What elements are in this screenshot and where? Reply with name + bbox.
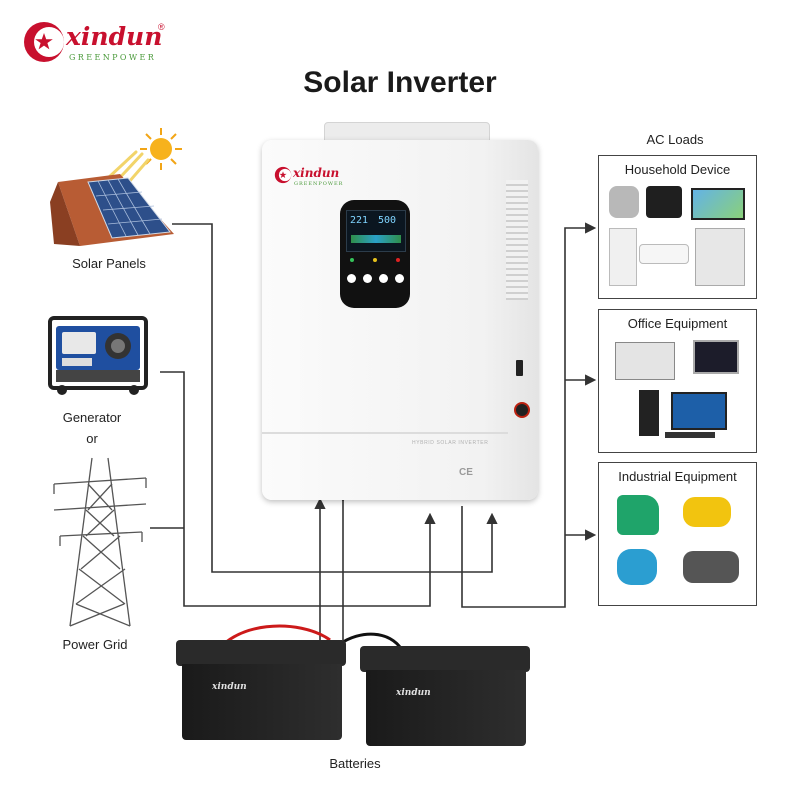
double-door-fridge-image xyxy=(695,228,745,286)
lcd-output-value: 500 xyxy=(378,215,397,226)
tv-image xyxy=(691,188,745,220)
power-pylon-image xyxy=(53,457,147,627)
btn-up[interactable] xyxy=(347,274,356,283)
inverter-body: xindun GREENPOWER 221 500 HYBRID SOLAR I… xyxy=(262,140,538,500)
output-wire xyxy=(461,222,597,608)
brand-logo: xindun ® GREENPOWER xyxy=(22,18,182,68)
laptop-image xyxy=(693,340,739,374)
btn-enter[interactable] xyxy=(379,274,388,283)
battery-right-body xyxy=(366,670,526,746)
power-grid-label: Power Grid xyxy=(62,637,128,652)
lcd-status-bar xyxy=(351,235,401,243)
fridge-image xyxy=(609,228,637,286)
printer-image xyxy=(615,342,675,380)
battery-left-brand: xindun xyxy=(212,682,247,692)
inverter-control-panel: 221 500 xyxy=(340,200,410,308)
btn-mode[interactable] xyxy=(395,274,404,283)
oven-image xyxy=(646,186,682,218)
inverter-breaker[interactable] xyxy=(514,402,530,418)
or-label: or xyxy=(86,431,98,446)
sun-icon xyxy=(140,128,182,170)
inverter-lower-cover xyxy=(262,432,508,434)
batteries-label: Batteries xyxy=(329,756,381,771)
battery-right-brand: xindun xyxy=(396,688,431,698)
battery-left-top xyxy=(176,640,346,666)
inverter-logo-mark xyxy=(274,166,292,184)
ac-loads-header: AC Loads xyxy=(646,132,704,147)
inverter-model-label: HYBRID SOLAR INVERTER xyxy=(412,440,489,446)
led-fault xyxy=(396,258,400,262)
electric-motor-image xyxy=(617,549,657,585)
battery-left: xindun xyxy=(176,640,348,740)
inverter-brand: xindun xyxy=(293,166,340,180)
generator-label: Generator xyxy=(62,410,122,425)
rice-cooker-image xyxy=(609,186,639,218)
industrial-equipment-title: Industrial Equipment xyxy=(618,469,737,484)
inverter-unit: xindun GREENPOWER 221 500 HYBRID SOLAR I… xyxy=(262,122,538,500)
battery-right: xindun xyxy=(360,646,532,746)
lcd-input-value: 221 xyxy=(350,215,369,226)
office-equipment-box: Office Equipment xyxy=(598,309,757,453)
industrial-equipment-box: Industrial Equipment xyxy=(598,462,757,606)
page-title: Solar Inverter xyxy=(303,66,497,99)
compressor-image xyxy=(683,551,739,583)
battery-right-top xyxy=(360,646,530,672)
brand-name: xindun xyxy=(66,22,163,51)
solar-wire xyxy=(172,223,498,573)
btn-down[interactable] xyxy=(363,274,372,283)
inverter-brand-sub: GREENPOWER xyxy=(294,181,344,187)
household-device-box: Household Device xyxy=(598,155,757,299)
inverter-lcd-screen: 221 500 xyxy=(346,210,406,252)
battery-left-body xyxy=(182,664,342,740)
battery-cable-black xyxy=(339,632,404,651)
keyboard-image xyxy=(665,432,715,438)
ce-mark: CE xyxy=(459,467,473,478)
angle-grinder-image xyxy=(683,497,731,527)
led-ac-inv xyxy=(350,258,354,262)
led-chg xyxy=(373,258,377,262)
air-conditioner-image xyxy=(639,244,689,264)
office-equipment-title: Office Equipment xyxy=(627,316,728,331)
generator-image xyxy=(48,316,148,395)
inverter-vents xyxy=(506,180,528,300)
household-device-title: Household Device xyxy=(624,162,731,177)
monitor-image xyxy=(671,392,727,430)
pc-tower-image xyxy=(639,390,659,436)
generator-wire xyxy=(160,371,436,607)
drill-image xyxy=(617,495,659,535)
inverter-switch[interactable] xyxy=(516,360,523,376)
brand-logo-mark xyxy=(24,22,64,62)
solar-panel-image xyxy=(50,174,174,246)
brand-registered-mark: ® xyxy=(158,22,165,32)
brand-tagline: GREENPOWER xyxy=(69,53,157,62)
solar-panels-label: Solar Panels xyxy=(72,256,146,271)
